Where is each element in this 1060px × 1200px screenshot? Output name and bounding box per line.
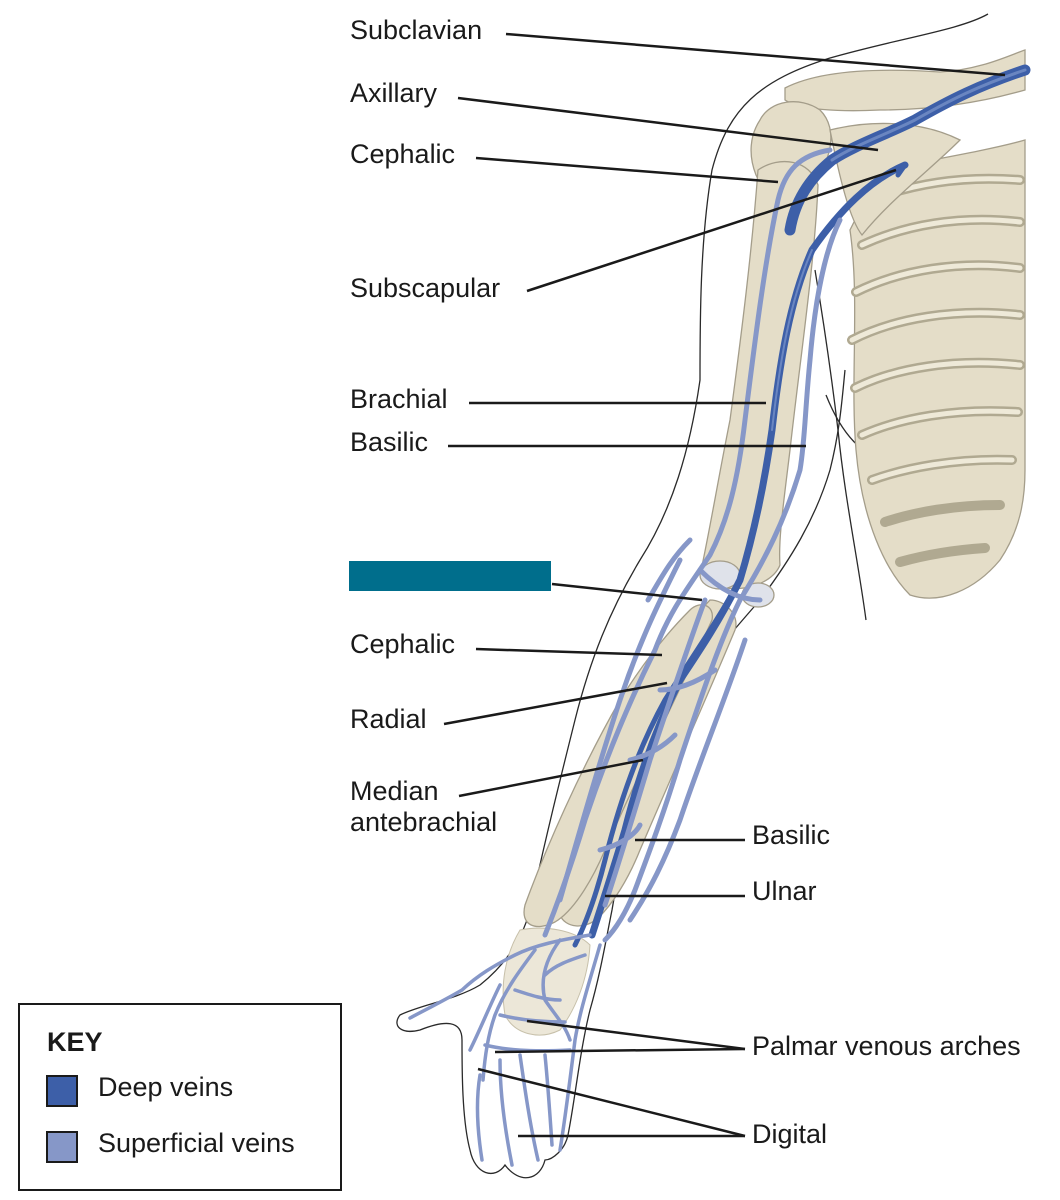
- label-basilic-forearm: Basilic: [752, 820, 831, 850]
- leader-palmar-2: [494, 1047, 746, 1054]
- leader-radial: [443, 681, 668, 726]
- leader-palmar-1: [526, 1019, 746, 1051]
- leader-subscapular: [526, 168, 897, 293]
- leader-digital-1: [477, 1067, 746, 1138]
- masked-label-box: [349, 561, 551, 591]
- leader-subclavian: [505, 32, 1006, 77]
- hand-bones: [502, 927, 591, 1036]
- leader-cephalic-upper: [475, 156, 779, 184]
- label-radial: Radial: [350, 704, 427, 734]
- leader-median-antebrachial: [458, 758, 644, 798]
- superficial-veins-label: Superficial veins: [98, 1128, 295, 1158]
- key-legend: KEY Deep veins Superficial veins: [18, 1003, 342, 1191]
- label-median-antebrachial: Median antebrachial: [350, 776, 498, 837]
- label-cephalic-forearm: Cephalic: [350, 629, 456, 659]
- label-ulnar: Ulnar: [752, 876, 817, 906]
- label-subscapular: Subscapular: [350, 273, 501, 303]
- label-subclavian: Subclavian: [350, 15, 483, 45]
- label-digital: Digital: [752, 1119, 828, 1149]
- label-brachial: Brachial: [350, 384, 448, 414]
- deep-veins-label: Deep veins: [98, 1072, 234, 1102]
- key-title: KEY: [47, 1027, 103, 1057]
- leader-cephalic-forearm: [475, 647, 663, 657]
- label-palmar-venous-arches: Palmar venous arches: [752, 1031, 1021, 1061]
- leader-axillary: [457, 96, 879, 152]
- label-axillary: Axillary: [350, 78, 438, 108]
- rib-cage: [847, 139, 1026, 599]
- label-basilic-upper: Basilic: [350, 427, 429, 457]
- deep-veins-swatch: [46, 1075, 78, 1107]
- leader-lines: [443, 32, 1006, 1138]
- leader-masked-label: [551, 582, 703, 602]
- superficial-veins-swatch: [46, 1131, 78, 1163]
- label-cephalic-upper: Cephalic: [350, 139, 456, 169]
- superficial-veins: [542, 147, 843, 943]
